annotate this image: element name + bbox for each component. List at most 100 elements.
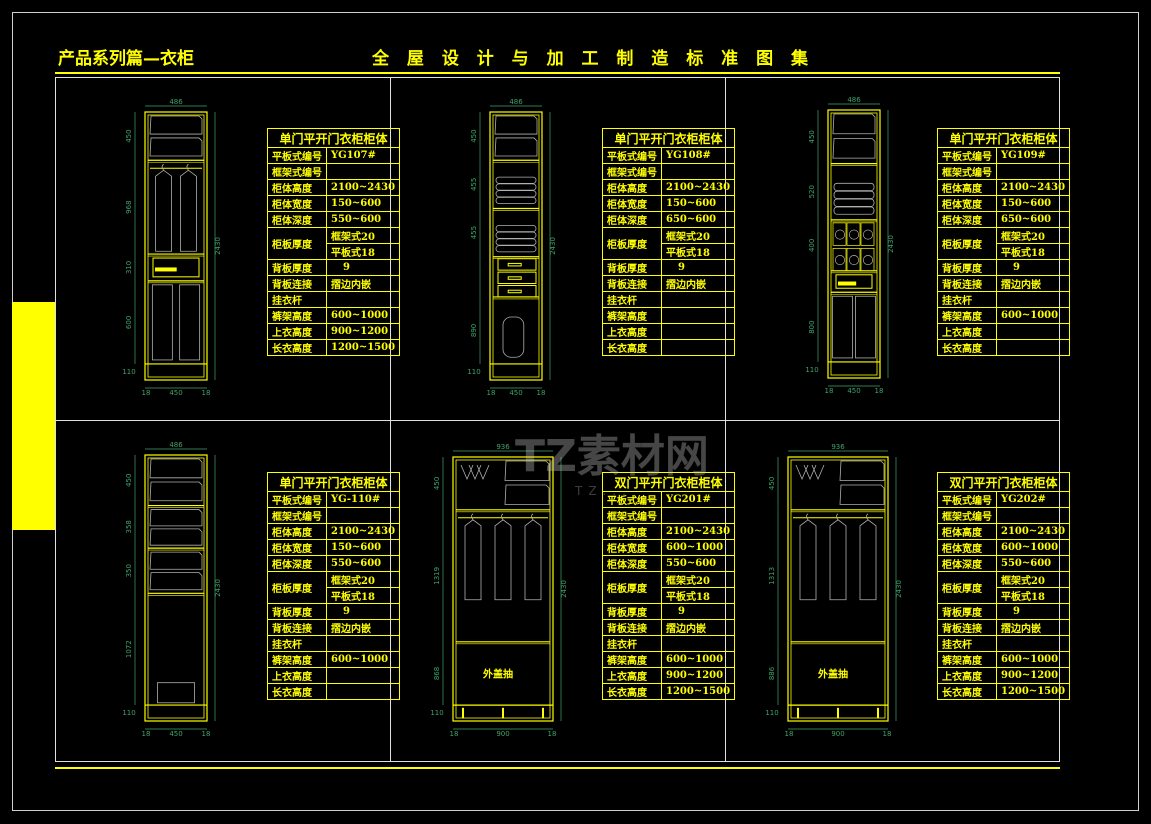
spec-value: 600~1000 [995,539,1071,556]
spec-label: 框架式编号 [267,163,327,180]
drawer-handle-icon [507,276,522,280]
spec-row: 挂衣杆 [267,291,401,308]
hanging-coat-icon [524,513,542,601]
spec-label: 上衣高度 [267,667,327,684]
spec-label: 框架式编号 [267,507,327,524]
spec-label: 柜体宽度 [602,539,662,556]
spec-value: 2100~2430 [995,179,1071,196]
spec-label: 平板式编号 [267,491,327,508]
spec-row: 背板连接摺边内嵌 [602,619,736,636]
spec-row: 背板连接摺边内嵌 [937,619,1071,636]
spec-label: 柜体宽度 [602,195,662,212]
cabinet-outline [452,456,554,722]
cabinet-inner-outline [147,114,205,378]
trousers-icon [855,295,876,359]
spec-label: 平板式编号 [937,491,997,508]
spec-value: YG-110# [325,491,401,508]
side-tab-marker [12,302,55,530]
dimension-label: 400 [808,239,816,252]
dimension-label: 520 [808,185,816,198]
spec-label: 背板厚度 [602,603,662,620]
spec-value: 摺边内嵌 [995,619,1071,636]
spec-row: 裤架高度 [602,307,736,324]
spec-label: 框架式编号 [937,507,997,524]
spec-row: 柜板厚度框架式20 [602,571,736,604]
dimension-label: 18 [142,730,151,738]
spec-value [660,291,736,308]
dimension-label: 2430 [214,579,222,597]
spec-value [325,507,401,524]
spec-table-title: 单门平开门衣柜柜体 [936,128,1071,148]
spec-value: 平板式18 [995,587,1071,604]
spec-value: 9 [660,603,736,620]
dimension-label: 450 [509,389,522,397]
hanging-coat-icon [829,513,847,601]
spec-value: 框架式20 [995,571,1071,588]
spec-value: 2100~2430 [325,523,401,540]
dimension-label: 455 [470,226,478,239]
stacked-clothes-icon [495,231,537,239]
spec-value: 摺边内嵌 [325,619,401,636]
drawer-icon [152,257,200,278]
dimension-label: 2430 [887,235,895,253]
dimension-label: 18 [883,730,892,738]
spec-row: 柜板厚度框架式20 [937,571,1071,604]
spec-label: 平板式编号 [937,147,997,164]
spec-value [995,635,1071,652]
dimension-label: 350 [125,564,133,577]
spec-value: 1200~1500 [995,683,1071,700]
dimension-label: 110 [805,366,818,374]
spec-table-title: 双门平开门衣柜柜体 [601,472,736,492]
spec-label: 柜体宽度 [267,539,327,556]
dimension-label: 310 [125,261,133,274]
spec-row: 平板式18 [938,243,1071,260]
spec-value: 150~600 [660,195,736,212]
spec-value: 框架式20 [325,571,401,588]
folded-shirt-icon [803,464,817,481]
dimension-label: 900 [496,730,509,738]
folded-clothes-icon [832,113,876,135]
grid-compartment [846,222,861,246]
rolled-item-icon [862,255,874,266]
grid-divider [725,77,726,762]
dimension-label: 600 [125,316,133,329]
spec-label: 长衣高度 [267,339,327,356]
folded-shirt-icon [795,464,809,481]
spec-value [325,163,401,180]
spec-label: 柜板厚度 [267,227,327,260]
stacked-clothes-icon [495,176,537,184]
spec-label: 长衣高度 [937,339,997,356]
drawing-grid [55,77,1060,762]
dimension-label: 1313 [768,567,776,585]
spec-value: YG109# [995,147,1071,164]
spec-value [660,635,736,652]
spec-label: 背板连接 [937,275,997,292]
dimension-label: 450 [433,477,441,490]
cabinet-outline [489,111,543,381]
spec-label: 裤架高度 [937,307,997,324]
spec-value: 摺边内嵌 [325,275,401,292]
dimension-label: 1319 [433,567,441,585]
spec-row: 长衣高度 [937,339,1071,356]
spec-value: 600~1000 [995,307,1071,324]
spec-value: YG201# [660,491,736,508]
watermark-sub: TZ... [575,484,632,498]
plinth-foot [797,707,799,719]
spec-label: 柜体高度 [267,179,327,196]
